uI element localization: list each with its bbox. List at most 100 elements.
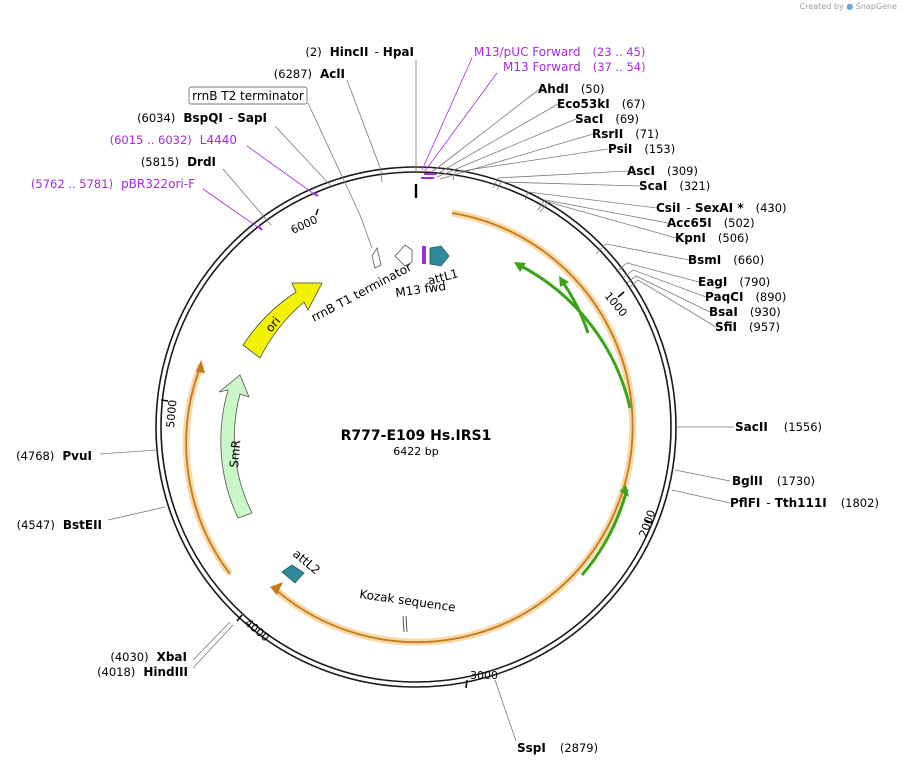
attl2-icon: [281, 564, 305, 584]
enzyme-pos: (1730): [777, 474, 815, 488]
attl1-arrow: [429, 245, 450, 267]
enzyme-csii-sexai[interactable]: CsiI-SexAI *(430): [656, 201, 787, 215]
enzyme-pos: (67): [622, 97, 646, 111]
primer-pbr322ori[interactable]: (5762 .. 5781)pBR322ori-F: [31, 177, 195, 191]
enzyme-name: BstEII: [63, 518, 102, 532]
tick-4000: [236, 614, 243, 622]
enzyme-eagi[interactable]: EagI (790): [698, 275, 770, 289]
primer-range: (5762 .. 5781): [31, 177, 113, 191]
enzyme-separator: -: [687, 201, 691, 215]
attl2-feature[interactable]: attL2: [281, 547, 323, 584]
rrnb-t2-label-box[interactable]: rrnB T2 terminator: [188, 86, 308, 105]
line-m13: [424, 72, 498, 172]
credit-prefix: Created by: [799, 2, 844, 11]
enzyme-sspi[interactable]: SspI(2879): [517, 741, 598, 755]
enzyme-bglii[interactable]: BglII(1730): [732, 474, 815, 488]
tick-label-6000: 6000: [289, 213, 320, 237]
enzyme-bspqi-sapi[interactable]: (6034)BspQI-SapI: [137, 111, 267, 125]
enzyme-name: AhdI: [538, 82, 569, 96]
enzyme-hindiii[interactable]: (4018)HindIII: [97, 665, 188, 679]
enzyme-pos: (153): [644, 142, 675, 156]
enzyme-pos: (4018): [97, 665, 135, 679]
enzyme-bsai[interactable]: BsaI(930): [709, 305, 781, 319]
enzyme-pos: (890): [755, 290, 786, 304]
enzyme-bsteii[interactable]: (4547)BstEII: [17, 518, 102, 532]
enzyme-separator: -: [374, 45, 378, 59]
line-eco53ki: [434, 103, 559, 176]
enzyme-pos: (790): [739, 275, 770, 289]
line-bsteii: [107, 506, 166, 521]
primer-m13puc[interactable]: M13/pUC Forward(23 .. 45): [474, 45, 645, 59]
enzyme-drdi[interactable]: (5815)DrdI: [141, 155, 216, 169]
enzyme-sacii[interactable]: SacII(1556): [735, 420, 822, 434]
enzyme-hincii-hpai[interactable]: (2)HincII-HpaI: [305, 45, 414, 59]
line-saci: [436, 118, 577, 178]
line-drdi: [222, 168, 272, 226]
line-ahdi: [431, 87, 542, 173]
enzyme-name: XbaI: [157, 650, 187, 664]
primer-lines: [202, 57, 498, 229]
enzyme-name: EagI: [698, 275, 727, 289]
line-acc65i: [537, 199, 669, 224]
ori-feature[interactable]: ori: [242, 282, 323, 359]
enzyme-psii[interactable]: PsiI(153): [608, 142, 675, 156]
enzyme-bsmi[interactable]: BsmI(660): [688, 253, 764, 267]
enzyme-pos: (2): [305, 45, 321, 59]
enzyme-pos: (957): [749, 320, 780, 334]
enzyme-pos: (4030): [110, 650, 148, 664]
primer-m13[interactable]: M13 Forward(37 .. 54): [503, 60, 646, 74]
smr-label: SmR: [227, 439, 243, 468]
line-l4440: [246, 145, 315, 195]
enzyme-name-2: HpaI: [383, 45, 414, 59]
primer-name: L4440: [200, 133, 237, 147]
line-scai: [496, 181, 641, 191]
enzyme-name: DrdI: [187, 155, 216, 169]
enzyme-sfii[interactable]: SfiI(957): [715, 320, 780, 334]
kozak-mark-1: [402, 615, 405, 633]
enzyme-rsrii[interactable]: RsrII(71): [592, 127, 659, 141]
enzyme-pos: (2879): [560, 741, 598, 755]
orf-left-arrowhead-icon: [196, 360, 205, 373]
line-rsrii: [439, 133, 594, 180]
enzyme-paqci[interactable]: PaqCI(890): [705, 290, 786, 304]
enzyme-acli[interactable]: (6287)AclI: [274, 67, 345, 81]
line-bsai: [626, 275, 711, 313]
tick-1000: [617, 291, 625, 298]
pbr322-primer-mark: [257, 225, 263, 231]
enzyme-name: ScaI: [639, 179, 667, 193]
enzyme-pos: (69): [615, 112, 639, 126]
kozak-label: Kozak sequence: [359, 587, 457, 614]
primer-l4440[interactable]: (6015 .. 6032) L4440: [110, 133, 237, 147]
enzyme-acc65i[interactable]: Acc65I(502): [667, 216, 755, 230]
rrnb-t2-label: rrnB T2 terminator: [192, 89, 304, 103]
smr-feature[interactable]: SmR: [218, 374, 253, 519]
enzyme-name: AscI: [627, 164, 655, 178]
enzyme-kpni[interactable]: KpnI(506): [675, 231, 749, 245]
enzyme-pos: (660): [733, 253, 764, 267]
primer-range: (6015 .. 6032): [110, 133, 192, 147]
snapgene-credit: Created by ● SnapGene: [800, 2, 897, 11]
smr-arrow: [218, 374, 253, 519]
enzyme-ahdi[interactable]: AhdI(50): [538, 82, 605, 96]
enzyme-xbai[interactable]: (4030) XbaI: [110, 650, 187, 664]
enzyme-asci[interactable]: AscI(309): [627, 164, 698, 178]
line-bglii: [674, 469, 731, 482]
orf-feature[interactable]: [182, 209, 637, 646]
line-kpni: [539, 201, 677, 239]
enzyme-eco53ki[interactable]: Eco53kI(67): [557, 97, 645, 111]
enzyme-saci[interactable]: SacI(69): [575, 112, 639, 126]
green-arrowhead-1-icon: [514, 262, 526, 272]
enzyme-pflfi-tth111i[interactable]: PflFI-Tth111I(1802): [730, 496, 879, 510]
orf-arc: [275, 212, 634, 643]
enzyme-pvui[interactable]: (4768)PvuI: [16, 449, 92, 463]
enzyme-scai[interactable]: ScaI(321): [639, 179, 710, 193]
enzyme-name-2: Tth111I: [775, 496, 827, 510]
green-arc-3: [580, 488, 629, 576]
line-asci: [492, 170, 629, 189]
primer-range: (37 .. 54): [593, 60, 646, 74]
snapgene-logo-icon: ●: [846, 2, 854, 11]
green-features[interactable]: [514, 262, 632, 576]
credit-brand: SnapGene: [855, 2, 897, 11]
line-psii: [452, 148, 609, 181]
